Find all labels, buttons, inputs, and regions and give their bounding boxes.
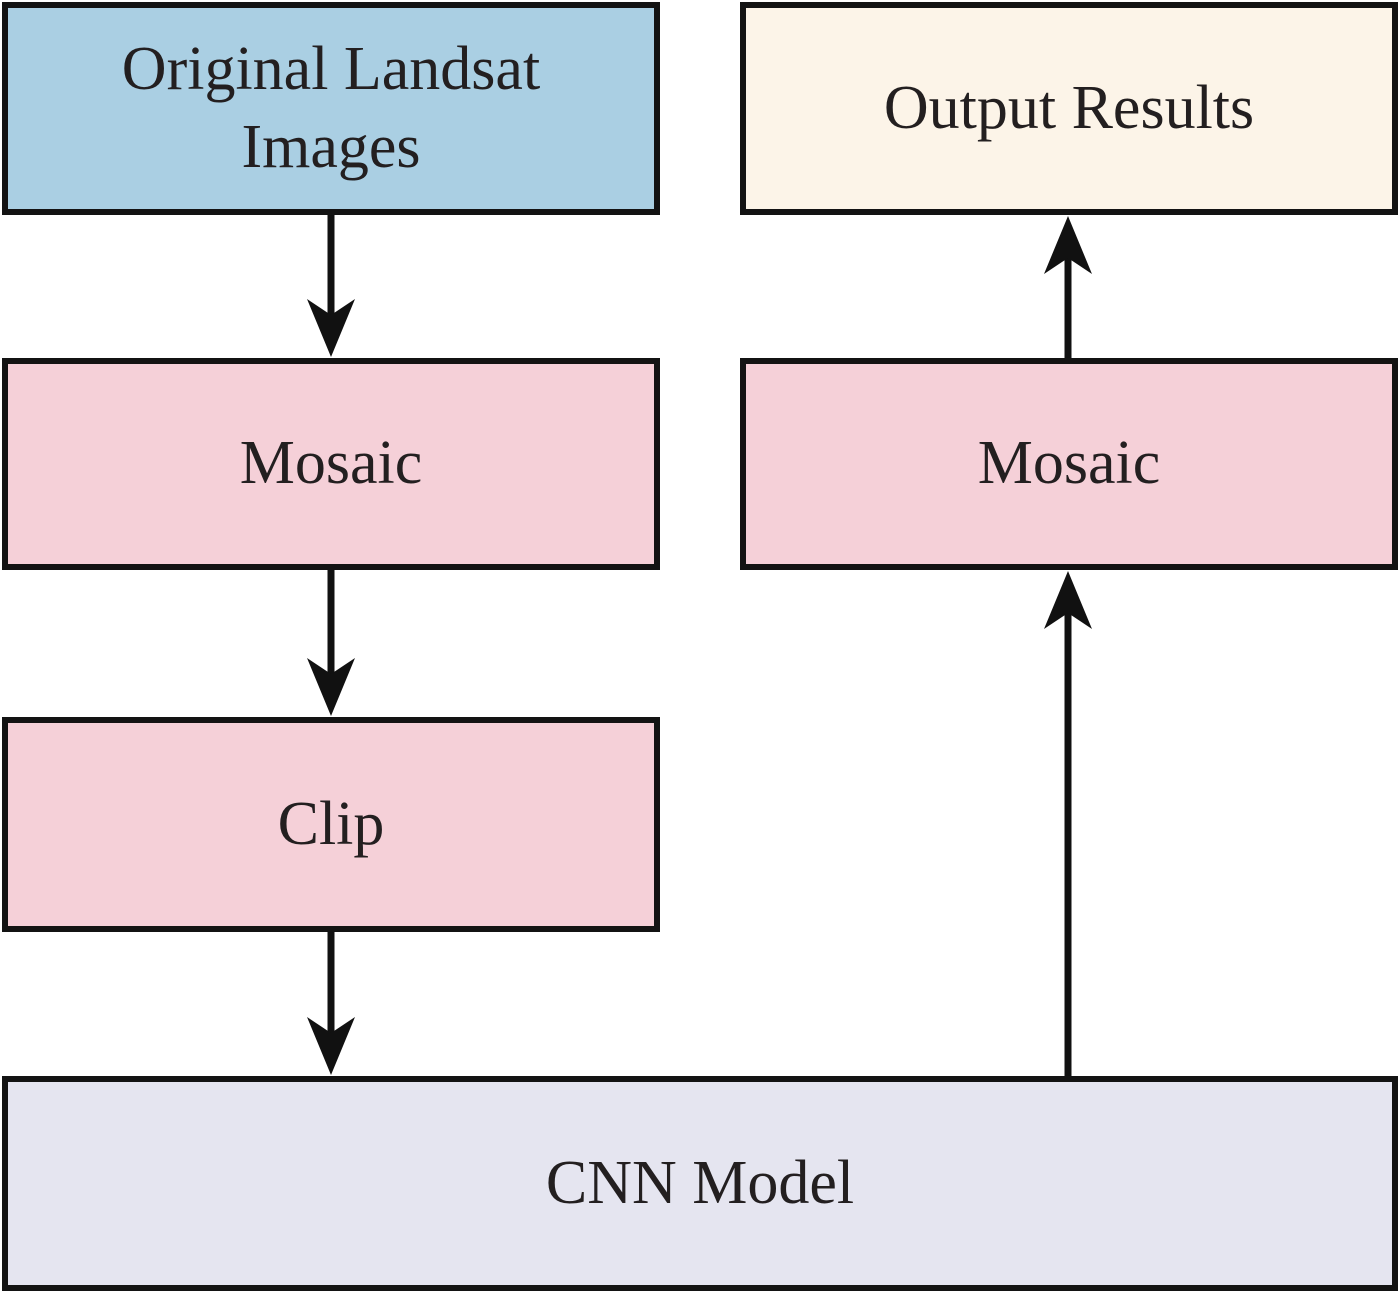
node-output-results: Output Results bbox=[740, 2, 1398, 215]
node-cnn-model: CNN Model bbox=[2, 1076, 1398, 1291]
node-clip-label: Clip bbox=[277, 789, 385, 858]
node-mosaic-left: Mosaic bbox=[2, 358, 660, 570]
node-cnn-model-label: CNN Model bbox=[545, 1148, 855, 1217]
node-original-landsat-images: Original Landsat Images bbox=[2, 2, 660, 215]
arrow-original-to-mosaic-icon bbox=[307, 215, 355, 357]
node-mosaic-left-label: Mosaic bbox=[239, 429, 423, 498]
arrow-clip-to-cnn-icon bbox=[307, 931, 355, 1075]
node-clip: Clip bbox=[2, 717, 660, 932]
node-mosaic-right: Mosaic bbox=[740, 358, 1398, 570]
node-mosaic-right-label: Mosaic bbox=[977, 429, 1161, 498]
node-output-results-label: Output Results bbox=[883, 73, 1255, 142]
arrow-cnn-to-mosaic-icon bbox=[1044, 571, 1092, 1076]
node-original-landsat-images-label: Original Landsat Images bbox=[121, 35, 541, 181]
arrow-mosaic-to-output-icon bbox=[1044, 216, 1092, 358]
arrow-mosaic-to-clip-icon bbox=[307, 570, 355, 716]
